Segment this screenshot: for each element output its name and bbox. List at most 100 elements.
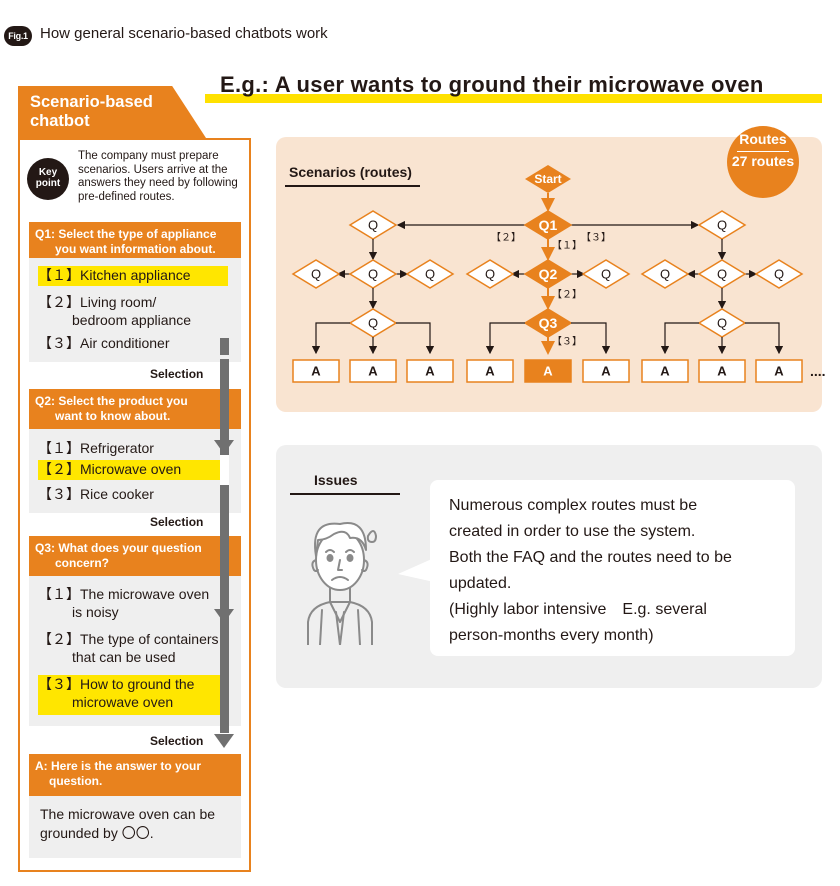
panel-title-line1: Scenario-based [30, 93, 153, 111]
speech-bubble-tail [398, 558, 434, 582]
answer-node-3-label: A [485, 364, 495, 379]
q2-option-2[interactable]: 【２】Microwave oven [38, 460, 228, 480]
q1-option-3[interactable]: 【３】Air conditioner [38, 335, 170, 351]
figure-title: How general scenario-based chatbots work [40, 25, 328, 42]
answer-text: The microwave oven can be grounded by 〇〇… [40, 805, 215, 843]
routes-badge: Routes 27 routes [727, 126, 799, 198]
branch-2b-label: 【２】 [552, 289, 582, 301]
q-node-row2-1 [348, 259, 398, 289]
q1-option-2[interactable]: 【２】Living room/ bedroom appliance [38, 293, 191, 329]
q-node-l1-label: Q [368, 218, 378, 233]
arrow-gap-2 [220, 455, 229, 485]
answer-node-4-label: A [543, 364, 553, 379]
branch-3-label: 【３】 [581, 232, 611, 244]
q1-header-line2: you want information about. [55, 242, 216, 256]
selection-label-2: Selection [150, 515, 204, 529]
arrow-gap-3 [220, 623, 229, 720]
q-node-row2-2 [405, 259, 455, 289]
q2-option-1[interactable]: 【１】Refrigerator [38, 440, 154, 456]
key-point-label-2: point [35, 178, 61, 189]
answer-node-3 [466, 359, 514, 383]
answer-node-7-label: A [717, 364, 727, 379]
q2-header: Q2: Select the product you want to know … [29, 389, 241, 429]
q3-option-3[interactable]: 【３】How to ground the microwave oven [38, 675, 228, 715]
scenarios-title-rule [285, 185, 420, 187]
panel-frame [18, 138, 251, 872]
selection-label-1: Selection [150, 367, 204, 381]
answer-node-5-label: A [601, 364, 611, 379]
answer-node-2-label: A [425, 364, 435, 379]
answer-node-1-label: A [368, 364, 378, 379]
title-highlight [205, 94, 822, 103]
q3-option-2[interactable]: 【２】The type of containers that can be us… [38, 630, 219, 666]
a-branch-left-0 [311, 322, 350, 355]
q-node-row2-5-label: Q [601, 267, 611, 282]
q-node-r3-label: Q [717, 316, 727, 331]
key-point-text: The company must prepare scenarios. User… [78, 150, 238, 203]
q3-header: Q3: What does your question concern? [29, 536, 241, 576]
answer-body [29, 796, 241, 858]
branch-3b-label: 【３】 [552, 336, 582, 348]
q-node-row2-1-label: Q [368, 267, 378, 282]
answer-node-0-label: A [311, 364, 321, 379]
answer-header: A: Here is the answer to your question. [29, 754, 241, 796]
answer-node-6 [641, 359, 689, 383]
answer-node-0 [292, 359, 340, 383]
start-label: Start [534, 172, 561, 186]
answer-text-line1: The microwave oven can be [40, 806, 216, 822]
q2-header-line2: want to know about. [55, 409, 171, 423]
arrow-gap-1 [220, 355, 229, 359]
answer-node-8 [755, 359, 803, 383]
q2-option-3[interactable]: 【３】Rice cooker [38, 486, 154, 502]
q3-option-2-line2: that can be used [72, 649, 176, 665]
q-node-row2-7 [697, 259, 747, 289]
q-node-row2-6-label: Q [660, 267, 670, 282]
answer-node-4 [524, 359, 572, 383]
q3-option-3-line1: 【３】How to ground the [38, 676, 195, 692]
a-branch-right-1 [571, 322, 611, 355]
q-node-row2-7-label: Q [717, 267, 727, 282]
key-point-badge: Key point [27, 158, 69, 200]
panel-tab [18, 86, 206, 138]
answer-node-2 [406, 359, 454, 383]
answer-header-line2: question. [49, 774, 103, 788]
q1-node [523, 210, 573, 240]
a-branch-right-2 [745, 322, 784, 355]
q3-option-1[interactable]: 【１】The microwave oven is noisy [38, 585, 209, 621]
q1-option-1[interactable]: 【１】Kitchen appliance [38, 266, 228, 286]
selection-flow-line [220, 338, 229, 733]
scenarios-title: Scenarios (routes) [289, 164, 412, 180]
panel-title: Scenario-based chatbot [30, 93, 153, 131]
answer-node-6-label: A [660, 364, 670, 379]
key-point-label-1: Key [38, 167, 58, 178]
q1-node-label: Q1 [539, 217, 558, 233]
a-branch-left-2 [660, 322, 699, 355]
q1-header: Q1: Select the type of appliance you wan… [29, 222, 241, 258]
routes-label: Routes [739, 131, 787, 147]
selection-arrowhead-2 [214, 609, 234, 623]
start-node [525, 165, 571, 193]
q-node-r1-label: Q [717, 218, 727, 233]
more-routes-ellipsis: .... [810, 363, 826, 379]
issues-title: Issues [314, 472, 358, 488]
answer-node-5 [582, 359, 630, 383]
panel-title-line2: chatbot [30, 112, 90, 130]
q-node-row2-4-label: Q2 [539, 266, 558, 282]
figure-badge: Fig.1 [4, 26, 32, 46]
q-node-l3-label: Q [368, 316, 378, 331]
q1-option-2-line1: 【２】Living room/ [38, 294, 157, 310]
q1-header-line1: Q1: Select the type of appliance [35, 227, 217, 241]
routes-badge-rule [737, 151, 789, 152]
issues-text: Numerous complex routes must be created … [449, 497, 732, 644]
q3-header-line1: Q3: What does your question [35, 541, 202, 555]
answer-node-1 [349, 359, 397, 383]
issues-title-rule [290, 493, 400, 495]
q3-header-line2: concern? [55, 556, 110, 570]
q-node-row2-8-label: Q [774, 267, 784, 282]
q-node-row2-4 [523, 259, 573, 289]
panel-top-rule [20, 138, 249, 140]
q-node-row2-0 [291, 259, 341, 289]
answer-node-7 [698, 359, 746, 383]
q-node-r1 [697, 210, 747, 240]
